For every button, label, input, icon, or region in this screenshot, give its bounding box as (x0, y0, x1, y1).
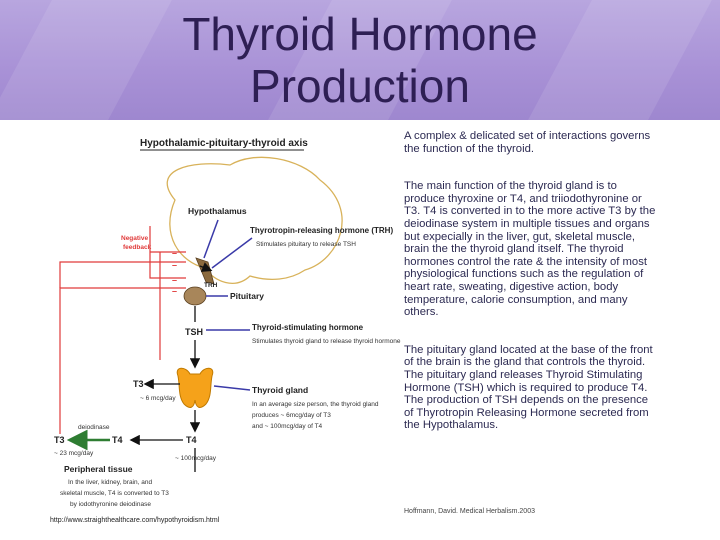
peripheral-title: Peripheral tissue (64, 464, 133, 474)
tsh-description: Stimulates thyroid gland to release thyr… (252, 338, 401, 345)
feedback-line-outer-2 (59, 261, 186, 288)
minus-sign: – (172, 275, 177, 285)
tsh-title: Thyroid-stimulating hormone (252, 323, 364, 332)
t3-bottom-rate: ~ 23 mcg/day (54, 450, 94, 457)
trh-title: Thyrotropin-releasing hormone (TRH) (250, 226, 393, 235)
negative-feedback-label: Negative (121, 235, 148, 242)
paragraph-intro: A complex & delicated set of interaction… (404, 130, 651, 155)
thyroid-description-3: and ~ 100mcg/day of T4 (252, 423, 323, 430)
tsh-label: TSH (185, 327, 203, 337)
negative-feedback-label-2: feedback (123, 244, 152, 251)
slide-title: Thyroid Hormone Production (0, 8, 720, 112)
citation: Hoffmann, David. Medical Herbalism.2003 (404, 508, 535, 515)
deiodinase-label: deiodinase (78, 424, 110, 431)
pituitary-stalk (195, 257, 215, 285)
t4-right-label: T4 (186, 435, 197, 445)
trh-pointer (211, 237, 253, 269)
hypothalamus-label: Hypothalamus (188, 206, 247, 216)
thyroid-pointer (213, 385, 251, 391)
minus-sign: – (172, 286, 177, 296)
peripheral-description-1: In the liver, kidney, brain, and (68, 479, 152, 486)
thyroid-description-2: produces ~ 6mcg/day of T3 (252, 412, 331, 419)
slide-title-line-2: Production (250, 60, 470, 112)
peripheral-description-3: by iodothyronine deiodinase (70, 501, 151, 508)
trh-short-label: TRH (204, 282, 218, 289)
peripheral-description-2: skeletal muscle, T4 is converted to T3 (60, 490, 169, 497)
brain-outline (166, 156, 343, 284)
minus-sign: – (172, 260, 177, 270)
thyroid-title: Thyroid gland (252, 385, 308, 395)
feedback-line-inner (149, 226, 186, 279)
source-url: http://www.straighthealthcare.com/hypoth… (50, 517, 220, 524)
t4-rate: ~ 100mcg/day (175, 455, 217, 462)
slide-title-line-1: Thyroid Hormone (182, 8, 538, 60)
diagram-heading: Hypothalamic-pituitary-thyroid axis (140, 138, 308, 149)
thyroid-gland-shape (176, 367, 214, 408)
feedback-line-outer (59, 287, 186, 428)
paragraph-pituitary: The pituitary gland located at the base … (404, 343, 653, 432)
t4-mid-label: T4 (112, 435, 123, 445)
hypothalamus-pointer (203, 219, 219, 259)
t3-bottom-label: T3 (54, 435, 65, 445)
t3-label: T3 (133, 379, 144, 389)
t3-rate: ~ 6 mcg/day (140, 395, 176, 402)
thyroid-description-1: In an average size person, the thyroid g… (252, 401, 379, 408)
pituitary-label: Pituitary (230, 291, 264, 301)
pituitary-gland (183, 286, 207, 306)
trh-arrow (199, 262, 213, 272)
trh-description: Stimulates pituitary to release TSH (256, 241, 356, 248)
explanation-text: A complex & delicated set of interaction… (404, 130, 658, 457)
paragraph-function: The main function of the thyroid gland i… (404, 180, 656, 319)
minus-sign: – (172, 248, 177, 258)
title-band: Thyroid Hormone Production (0, 0, 720, 120)
